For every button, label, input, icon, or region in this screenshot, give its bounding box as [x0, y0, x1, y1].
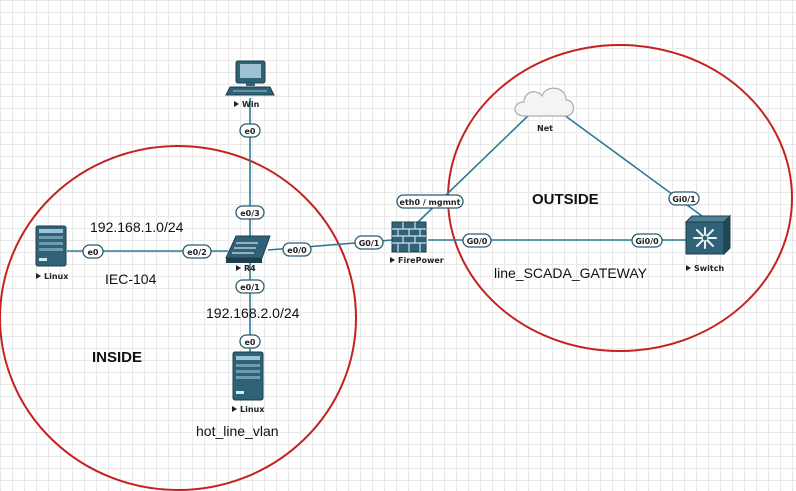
play-icon [236, 265, 241, 271]
node-label-r4: R4 [244, 264, 256, 273]
subnet-2-label: 192.168.2.0/24 [206, 305, 300, 321]
port-eth0-firepower[interactable]: eth0 / mgmnt [396, 194, 464, 209]
port-label: G0/0 [467, 237, 488, 246]
firewall-icon [391, 221, 427, 253]
firepower-node[interactable]: FirePower [390, 221, 444, 265]
outside-zone [447, 44, 793, 352]
node-label-win: Win [242, 100, 260, 109]
port-e0-1-r4[interactable]: e0/1 [235, 279, 265, 294]
port-g0-0-firepower[interactable]: G0/0 [462, 233, 492, 248]
port-gi0-1-switch[interactable]: Gi0/1 [668, 191, 700, 206]
port-e0-2-r4[interactable]: e0/2 [182, 244, 212, 259]
cloud-icon [514, 87, 575, 117]
port-label: e0 [245, 127, 256, 136]
server-icon [232, 351, 264, 401]
port-gi0-0-switch[interactable]: Gi0/0 [631, 233, 663, 248]
win-node[interactable]: Win [225, 60, 275, 109]
net-node[interactable]: Net [514, 87, 575, 133]
switch-node[interactable]: Switch [684, 214, 732, 273]
node-label-linux-bottom: Linux [240, 405, 265, 414]
r4-node[interactable]: R4 [225, 235, 271, 273]
port-e0-linux-left[interactable]: e0 [82, 244, 104, 259]
port-label: G0/1 [359, 239, 380, 248]
port-e0-win[interactable]: e0 [239, 123, 261, 138]
port-e0-3-r4[interactable]: e0/3 [235, 205, 265, 220]
port-label: Gi0/0 [635, 237, 659, 246]
port-label: Gi0/1 [672, 195, 696, 204]
play-icon [390, 257, 395, 263]
port-label: e0/2 [187, 248, 206, 257]
multilayer-switch-icon [684, 214, 732, 256]
inside-zone-label: INSIDE [92, 349, 142, 366]
port-label: e0 [88, 248, 99, 257]
server-icon [35, 225, 67, 267]
outside-zone-label: OUTSIDE [532, 191, 599, 208]
play-icon [234, 101, 239, 107]
play-icon [36, 273, 41, 279]
linux-left-node[interactable]: Linux [35, 225, 69, 281]
inside-zone [0, 145, 357, 491]
port-g0-1-firepower[interactable]: G0/1 [354, 235, 384, 250]
port-label: e0/0 [287, 246, 307, 255]
hot-line-label: hot_line_vlan [196, 423, 279, 439]
node-label-switch: Switch [694, 264, 724, 273]
scada-label: line_SCADA_GATEWAY [494, 265, 648, 281]
protocol-label: IEC-104 [105, 271, 157, 287]
linux-bottom-node[interactable]: Linux [232, 351, 265, 414]
node-label-net: Net [537, 124, 553, 133]
port-label: e0/1 [240, 283, 260, 292]
play-icon [232, 406, 237, 412]
port-label: e0 [245, 338, 256, 347]
node-label-firepower: FirePower [398, 256, 444, 265]
port-e0-linux-bottom[interactable]: e0 [239, 334, 261, 349]
port-label: e0/3 [240, 209, 259, 218]
play-icon [686, 265, 691, 271]
pc-icon [225, 60, 275, 96]
subnet-1-label: 192.168.1.0/24 [90, 219, 184, 235]
router-icon [225, 235, 271, 263]
port-e0-0-r4[interactable]: e0/0 [282, 242, 312, 257]
port-label: eth0 / mgmnt [400, 198, 461, 207]
node-label-linux-left: Linux [44, 272, 69, 281]
